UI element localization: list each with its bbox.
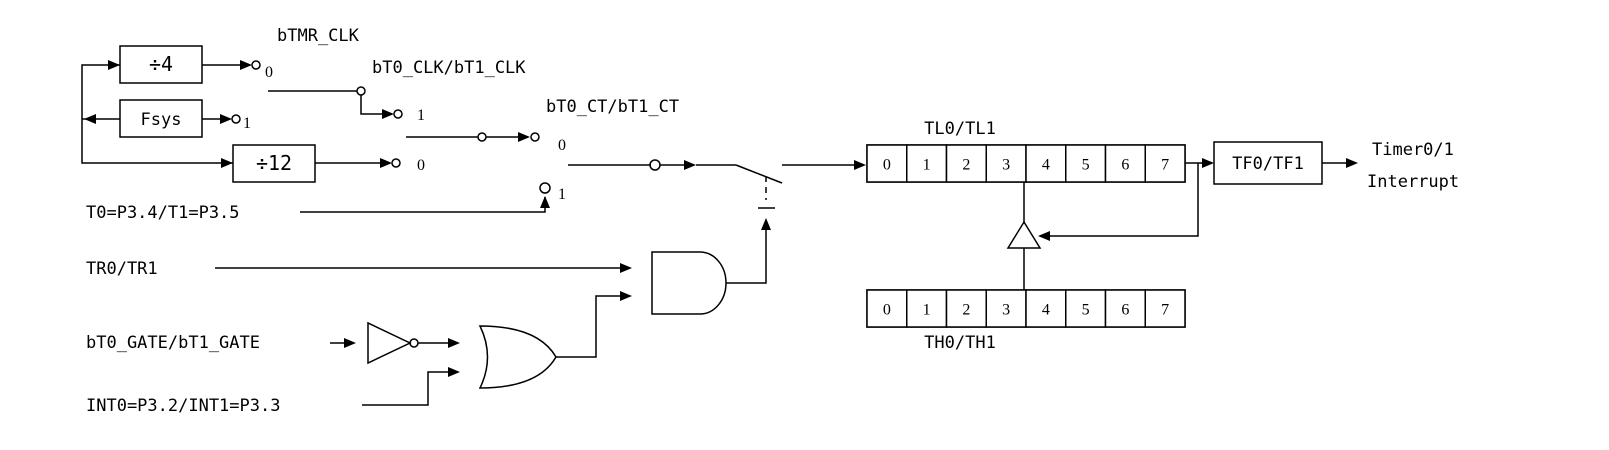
tl-bit-label-1: 1 — [923, 157, 931, 174]
ct-pos-0: 0 — [558, 137, 566, 154]
th-bit-4 — [1025, 289, 1067, 328]
clock-loop-wires — [81, 60, 233, 168]
interrupt-label: Interrupt — [1367, 172, 1459, 192]
tr-label: TR0/TR1 — [86, 259, 158, 279]
bt0-clk-switch — [406, 132, 540, 142]
tl-bit-label-0: 0 — [883, 157, 891, 174]
th-bit-label-7: 7 — [1161, 302, 1169, 319]
fsys-label: Fsys — [141, 110, 182, 130]
or-to-and-wire — [555, 291, 632, 358]
th-bit-6 — [1104, 289, 1146, 328]
ct-pos-1: 1 — [558, 186, 566, 203]
source-output-wires — [202, 60, 401, 168]
reload-buffer — [1006, 182, 1042, 290]
tf-label: TF0/TF1 — [1232, 154, 1304, 174]
div12-label: ÷12 — [256, 151, 292, 175]
th-bit-label-4: 4 — [1042, 302, 1050, 319]
t0-pin-wire — [300, 182, 551, 213]
bt0-clk-label: bT0_CLK/bT1_CLK — [372, 58, 526, 78]
interrupt-arrow — [1322, 158, 1358, 168]
bt0clk-pos-1: 1 — [417, 107, 425, 124]
btmr-pos-1: 1 — [243, 115, 251, 132]
and-gate — [651, 218, 771, 315]
tl-label: TL0/TL1 — [924, 119, 996, 139]
tl-bit-7 — [1144, 144, 1186, 183]
th-label: TH0/TH1 — [924, 333, 996, 353]
tl-bit-label-2: 2 — [962, 157, 970, 174]
tl-bit-5 — [1065, 144, 1107, 183]
tl-bit-0 — [866, 144, 908, 183]
bt0-ct-label: bT0_CT/bT1_CT — [546, 97, 679, 117]
tl-bit-label-4: 4 — [1042, 157, 1050, 174]
or-gate — [478, 325, 557, 389]
not-gate — [330, 321, 460, 365]
gate-label: bT0_GATE/bT1_GATE — [86, 333, 260, 353]
tl-to-tf-wire — [1038, 158, 1214, 241]
tl-bit-label-7: 7 — [1161, 157, 1169, 174]
btmr-clk-label: bTMR_CLK — [277, 26, 360, 46]
div4-label: ÷4 — [149, 52, 173, 76]
th-bit-7 — [1144, 289, 1186, 328]
tr-wire — [215, 263, 632, 273]
th-bit-1 — [906, 289, 948, 328]
tl-bit-6 — [1104, 144, 1146, 183]
ct-switch-to-gate — [568, 159, 866, 209]
th-bit-label-6: 6 — [1121, 302, 1129, 319]
timer-label: Timer0/1 — [1372, 140, 1454, 160]
th-bit-label-5: 5 — [1082, 302, 1090, 319]
tl-bit-label-5: 5 — [1082, 157, 1090, 174]
tf-box — [1213, 141, 1323, 185]
tl-bit-label-6: 6 — [1121, 157, 1129, 174]
div12-box — [232, 144, 316, 183]
tl-register: 0 1 2 3 4 5 6 7 — [866, 144, 1186, 183]
int-label: INT0=P3.2/INT1=P3.3 — [86, 396, 280, 416]
th-bit-0 — [866, 289, 908, 328]
tl-bit-label-3: 3 — [1002, 157, 1010, 174]
btmr-clk-switch — [268, 86, 403, 119]
th-register: 0 1 2 3 4 5 6 7 — [866, 289, 1186, 328]
btmr-pos-0b: 0 — [417, 157, 425, 174]
th-bit-label-3: 3 — [1002, 302, 1010, 319]
fsys-box — [119, 99, 203, 138]
th-bit-label-0: 0 — [883, 302, 891, 319]
th-bit-label-2: 2 — [962, 302, 970, 319]
tl-bit-4 — [1025, 144, 1067, 183]
btmr-pos-0: 0 — [265, 64, 273, 81]
tl-bit-2 — [945, 144, 987, 183]
th-bit-5 — [1065, 289, 1107, 328]
th-bit-3 — [985, 289, 1027, 328]
tl-bit-1 — [906, 144, 948, 183]
t0-pin-label: T0=P3.4/T1=P3.5 — [86, 203, 240, 223]
th-bit-label-1: 1 — [923, 302, 931, 319]
int-wire — [362, 367, 460, 406]
